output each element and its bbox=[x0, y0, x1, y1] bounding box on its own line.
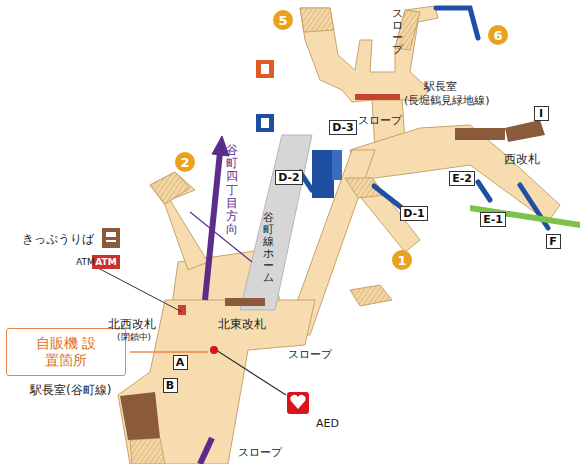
exit-badge: D-2 bbox=[275, 170, 303, 185]
leader-line bbox=[98, 268, 182, 312]
gate-note: (閉鎖中) bbox=[117, 332, 151, 343]
vending-callout: 自販機 設置箇所 bbox=[6, 328, 126, 376]
platform bbox=[240, 135, 312, 310]
node-text: 5 bbox=[278, 13, 287, 28]
gate-label: 北東改札 bbox=[218, 317, 266, 331]
node-text: 1 bbox=[397, 253, 406, 268]
vending-dot bbox=[210, 346, 218, 354]
node-text: ATM bbox=[95, 257, 116, 267]
elevator bbox=[332, 150, 342, 180]
exit-badge: D-3 bbox=[329, 120, 357, 135]
leader-line bbox=[130, 351, 208, 353]
callout-number: 2 bbox=[175, 152, 195, 172]
node-text: 自販機 設置箇所 bbox=[35, 335, 97, 370]
node-text: E-2 bbox=[452, 172, 472, 185]
callout-number: 6 bbox=[488, 25, 508, 45]
green-line bbox=[470, 205, 580, 228]
exit-badge: E-2 bbox=[449, 171, 475, 186]
node-text: D-3 bbox=[332, 121, 354, 134]
room-label: 駅長室 bbox=[424, 80, 457, 93]
exit-badge: B bbox=[163, 378, 178, 393]
exit-badge: A bbox=[173, 355, 188, 370]
room-label: 駅長室(谷町線) bbox=[30, 383, 111, 397]
room-label: (長堀鶴見緑地線) bbox=[404, 94, 490, 107]
callout-number: 5 bbox=[273, 10, 293, 30]
node-text: E-1 bbox=[483, 213, 503, 226]
node-text: B bbox=[166, 379, 174, 392]
node-text: I bbox=[539, 107, 543, 120]
concourse bbox=[118, 6, 560, 464]
exit-badge: D-1 bbox=[400, 206, 428, 221]
station-room bbox=[120, 94, 545, 440]
node-text: D-1 bbox=[403, 207, 425, 220]
platform-label: 谷町線ホーム bbox=[263, 212, 274, 285]
exit-badge: I bbox=[534, 106, 549, 121]
node-text: A bbox=[176, 356, 185, 369]
exit-badge: E-1 bbox=[480, 212, 506, 227]
exit-badge: F bbox=[546, 234, 561, 249]
leader-line bbox=[216, 350, 286, 395]
slope-label: スロープ bbox=[238, 446, 282, 459]
elevator bbox=[312, 150, 334, 198]
aed-label: AED bbox=[316, 417, 339, 430]
direction-label: 谷町四丁目方向 bbox=[226, 144, 238, 236]
gate-label: 北西改札 bbox=[108, 317, 156, 331]
callout-number: 1 bbox=[392, 250, 412, 270]
node-text: D-2 bbox=[278, 171, 300, 184]
atm-icon: ATM bbox=[92, 255, 120, 269]
gate-label: 西改札 bbox=[504, 152, 540, 166]
atm-label: ATM bbox=[76, 257, 95, 268]
direction-arrow bbox=[190, 136, 252, 464]
slope-label: スロープ bbox=[392, 8, 403, 56]
node-text: F bbox=[549, 235, 557, 248]
node-text: 2 bbox=[180, 155, 189, 170]
ticket-machine-icon bbox=[102, 228, 120, 248]
slope-label: スロープ bbox=[358, 114, 402, 127]
aed-icon bbox=[287, 392, 309, 414]
ticket-label: きっぷうりば bbox=[22, 232, 94, 246]
slope-label: スロープ bbox=[288, 348, 332, 361]
node-text: 6 bbox=[493, 28, 502, 43]
escalator bbox=[300, 8, 548, 228]
stairs bbox=[130, 8, 420, 464]
elevator-icon bbox=[256, 60, 274, 132]
